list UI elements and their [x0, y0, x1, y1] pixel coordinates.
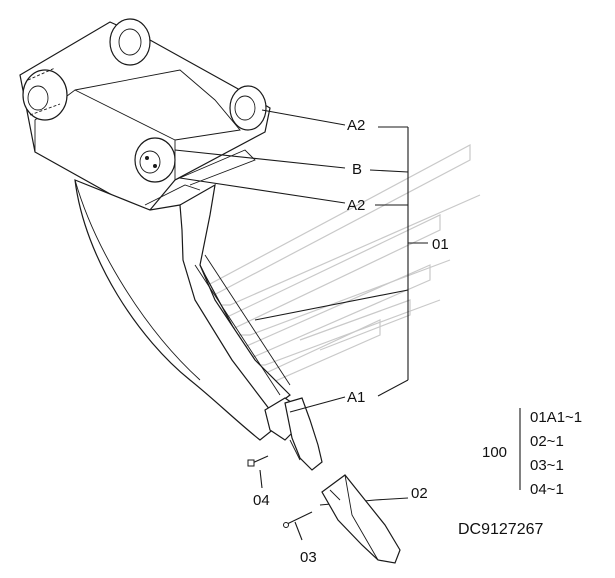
- assembly-label: 100: [482, 444, 507, 461]
- drawing-code: DC9127267: [458, 521, 544, 538]
- part-02-tooth: [321, 474, 401, 564]
- callout-03: 03: [300, 549, 317, 566]
- callout-01: 01: [432, 236, 449, 253]
- part-04-pin: [247, 455, 269, 467]
- assembly-item: 01A1~1: [530, 409, 582, 426]
- callout-04: 04: [253, 492, 270, 509]
- callout-a2-mid: A2: [347, 197, 365, 214]
- callout-a2-top: A2: [347, 117, 365, 134]
- assembly-list: 100 01A1~1 02~1 03~1 04~1: [482, 408, 582, 498]
- assembly-item: 02~1: [530, 433, 564, 450]
- bucket-body: [19, 18, 323, 471]
- callout-02: 02: [411, 485, 428, 502]
- assembly-item: 03~1: [530, 457, 564, 474]
- part-03-retainer: [283, 511, 313, 528]
- leader-lines: [174, 109, 428, 541]
- assembly-item: 04~1: [530, 481, 564, 498]
- watermark-logo: [179, 143, 481, 391]
- callout-a1: A1: [347, 389, 365, 406]
- callout-b: B: [352, 161, 362, 178]
